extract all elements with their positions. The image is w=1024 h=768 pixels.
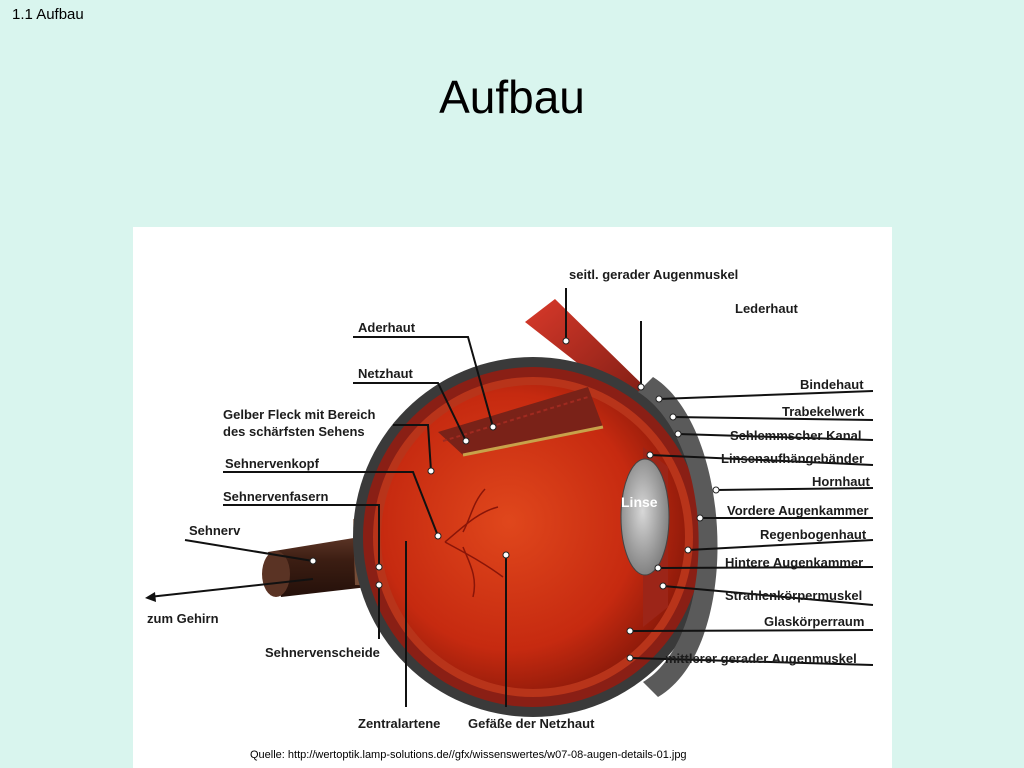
label-trabekelwerk: Trabekelwerk xyxy=(782,404,865,419)
image-source-caption: Quelle: http://wertoptik.lamp-solutions.… xyxy=(250,749,687,761)
slide-header-label: 1.1 Aufbau xyxy=(12,6,84,23)
label-gelber-fleck-line2: des schärfsten Sehens xyxy=(223,424,365,439)
lens xyxy=(621,459,669,575)
label-sehnerv: Sehnerv xyxy=(189,523,241,538)
label-seitl-gerader-augenmuskel: seitl. gerader Augenmuskel xyxy=(569,267,738,282)
label-mittlerer-gerader-augenmuskel: mittlerer gerader Augenmuskel xyxy=(665,651,857,666)
label-gelber-fleck-line1: Gelber Fleck mit Bereich xyxy=(223,407,376,422)
label-glaskoerperraum: Glaskörperraum xyxy=(764,614,864,629)
slide-title: Aufbau xyxy=(0,70,1024,124)
label-netzhaut: Netzhaut xyxy=(358,366,414,381)
label-gefaesse-der-netzhaut: Gefäße der Netzhaut xyxy=(468,716,595,731)
label-hintere-augenkammer: Hintere Augenkammer xyxy=(725,555,863,570)
eye-anatomy-figure: Linse seitl. gerader Augenmuskel Lederha… xyxy=(133,227,892,768)
label-sehnervenfasern: Sehnervenfasern xyxy=(223,489,329,504)
label-schlemmscher-kanal: Schlemmscher Kanal xyxy=(730,428,862,443)
label-strahlenkoerpermuskel: Strahlenkörpermuskel xyxy=(725,588,862,603)
optic-nerve-end xyxy=(262,551,290,597)
lens-label: Linse xyxy=(621,494,658,510)
label-hornhaut: Hornhaut xyxy=(812,474,870,489)
label-zentralarterie: Zentralartene xyxy=(358,716,440,731)
label-sehnervenscheide: Sehnervenscheide xyxy=(265,645,380,660)
label-sehnervenkopf: Sehnervenkopf xyxy=(225,456,320,471)
eye-anatomy-diagram: Linse seitl. gerader Augenmuskel Lederha… xyxy=(133,227,892,768)
label-lederhaut: Lederhaut xyxy=(735,301,799,316)
label-linsenaufhaengebaender: Linsenaufhängebänder xyxy=(721,451,864,466)
label-zum-gehirn: zum Gehirn xyxy=(147,611,219,626)
label-aderhaut: Aderhaut xyxy=(358,320,416,335)
label-bindehaut: Bindehaut xyxy=(800,377,864,392)
label-vordere-augenkammer: Vordere Augenkammer xyxy=(727,503,869,518)
label-regenbogenhaut: Regenbogenhaut xyxy=(760,527,867,542)
